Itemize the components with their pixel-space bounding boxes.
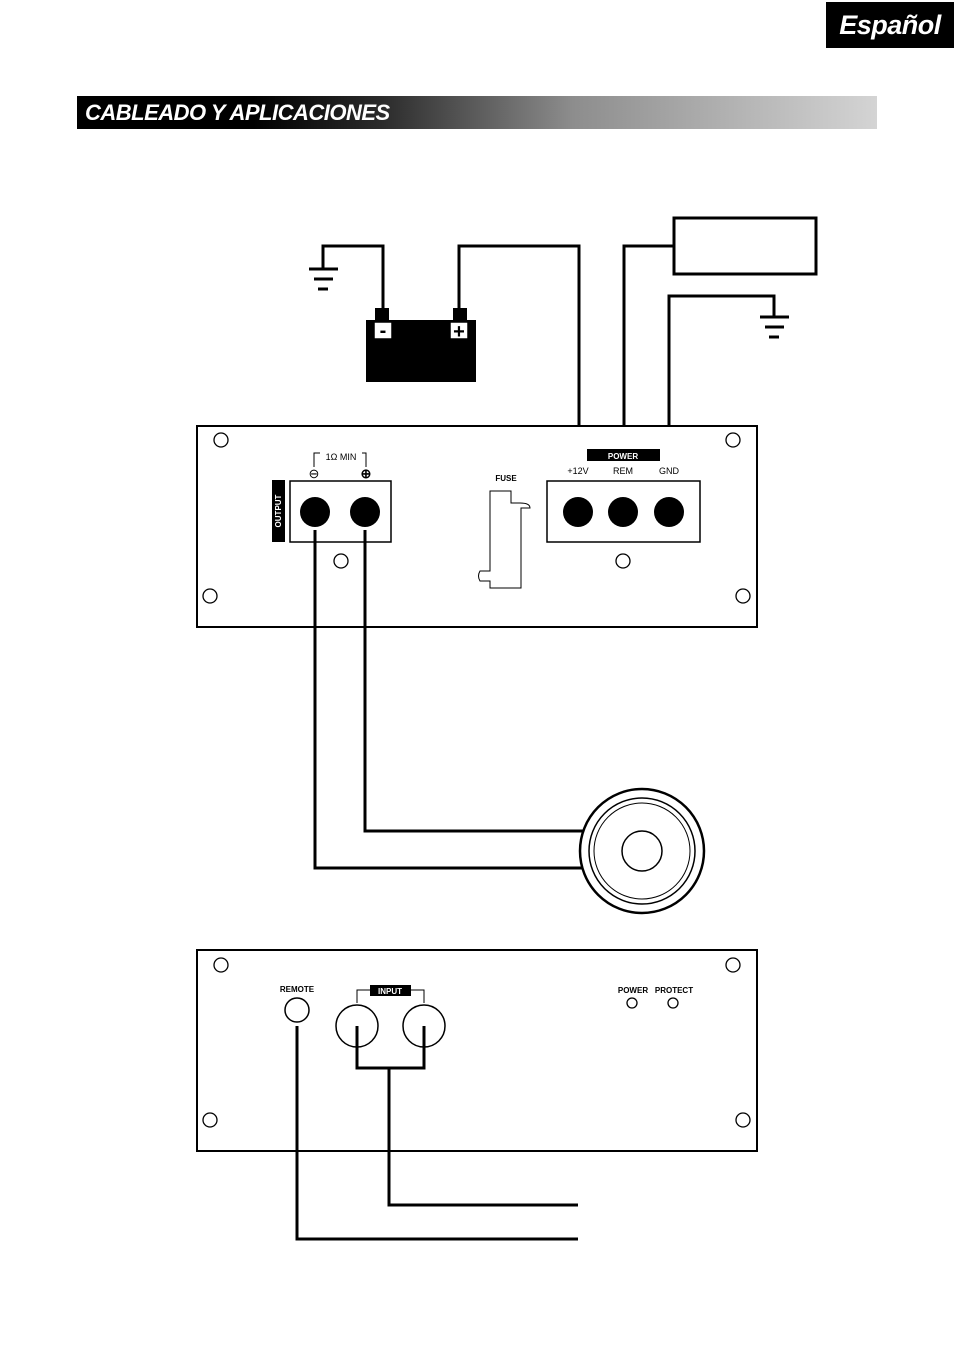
head-unit-box — [674, 218, 816, 274]
power-led-label: POWER — [618, 986, 648, 995]
fuse-label: FUSE — [495, 474, 517, 483]
terminal-label-12v: +12V — [567, 466, 588, 476]
battery-negative-sign: - — [380, 320, 387, 342]
ground-symbol-left — [309, 246, 383, 312]
amplifier-top-panel: OUTPUT 1Ω MIN ⊖ ⊕ FUSE POWER +12V REM GN… — [197, 426, 757, 627]
output-label: OUTPUT — [274, 494, 283, 527]
output-terminal-positive — [350, 497, 380, 527]
remote-label: REMOTE — [280, 985, 315, 994]
impedance-label: 1Ω MIN — [326, 452, 357, 462]
power-terminal-gnd — [654, 497, 684, 527]
power-terminal-12v — [563, 497, 593, 527]
speaker — [580, 789, 704, 913]
output-plus-symbol: ⊕ — [361, 466, 372, 481]
protect-led-label: PROTECT — [655, 986, 693, 995]
output-terminal-negative — [300, 497, 330, 527]
battery: - + — [366, 308, 476, 382]
remote-jack — [285, 998, 309, 1022]
output-minus-symbol: ⊖ — [309, 466, 320, 481]
terminal-label-rem: REM — [613, 466, 633, 476]
power-label: POWER — [608, 452, 638, 461]
battery-positive-sign: + — [453, 321, 465, 343]
input-label: INPUT — [378, 987, 402, 996]
power-terminal-rem — [608, 497, 638, 527]
terminal-label-gnd: GND — [659, 466, 680, 476]
protect-led — [668, 998, 678, 1008]
power-led — [627, 998, 637, 1008]
amplifier-bottom-panel: REMOTE INPUT POWER PROTECT — [197, 950, 757, 1151]
